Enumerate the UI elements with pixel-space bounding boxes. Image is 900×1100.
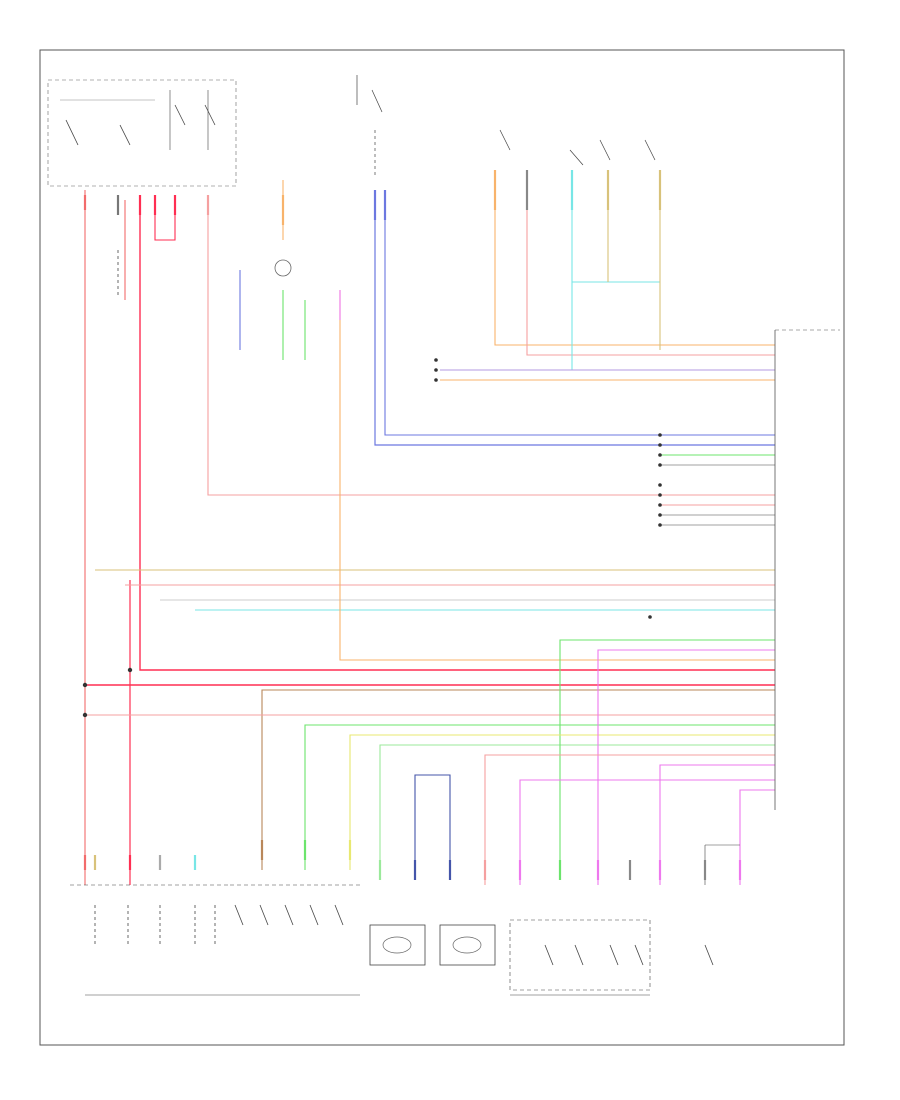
wire-yellow xyxy=(349,734,775,870)
wire-pink-755 xyxy=(484,754,775,885)
sensor-circle xyxy=(274,259,292,277)
wire-green-745 xyxy=(379,744,775,870)
wire-red-loop xyxy=(154,195,176,241)
wire-red-bright xyxy=(139,195,775,671)
splice-dots xyxy=(82,358,662,718)
bottom-left-assembly xyxy=(70,884,360,996)
wire-green-640 xyxy=(559,639,775,870)
diagram-border xyxy=(39,49,845,1046)
bottom-connector-stubs xyxy=(83,840,742,880)
wire-blue-long xyxy=(374,200,775,446)
bottom-sensor-boxes xyxy=(369,924,496,966)
ignition-switch xyxy=(356,75,383,175)
wire-blue-low xyxy=(414,774,451,870)
wire-pink-right xyxy=(207,195,775,496)
wire-magenta-a xyxy=(597,649,775,885)
top-right-switches xyxy=(499,129,656,166)
wire-magenta-c xyxy=(659,764,775,885)
wire-brown xyxy=(261,689,775,870)
control-module xyxy=(774,329,840,810)
top-left-switch-box xyxy=(47,79,237,187)
top-connector-stubs xyxy=(83,170,662,225)
wire-orange-vertical xyxy=(339,290,775,661)
bottom-right-assembly xyxy=(509,844,740,996)
wire-magenta-b xyxy=(519,779,775,885)
wire-orange-tr xyxy=(494,185,775,346)
wire-blue-short xyxy=(384,200,775,436)
wire-green-725 xyxy=(304,724,775,870)
wire-magenta-e xyxy=(739,789,775,885)
wire-pink-tr xyxy=(526,185,775,356)
wire-group xyxy=(84,180,775,885)
